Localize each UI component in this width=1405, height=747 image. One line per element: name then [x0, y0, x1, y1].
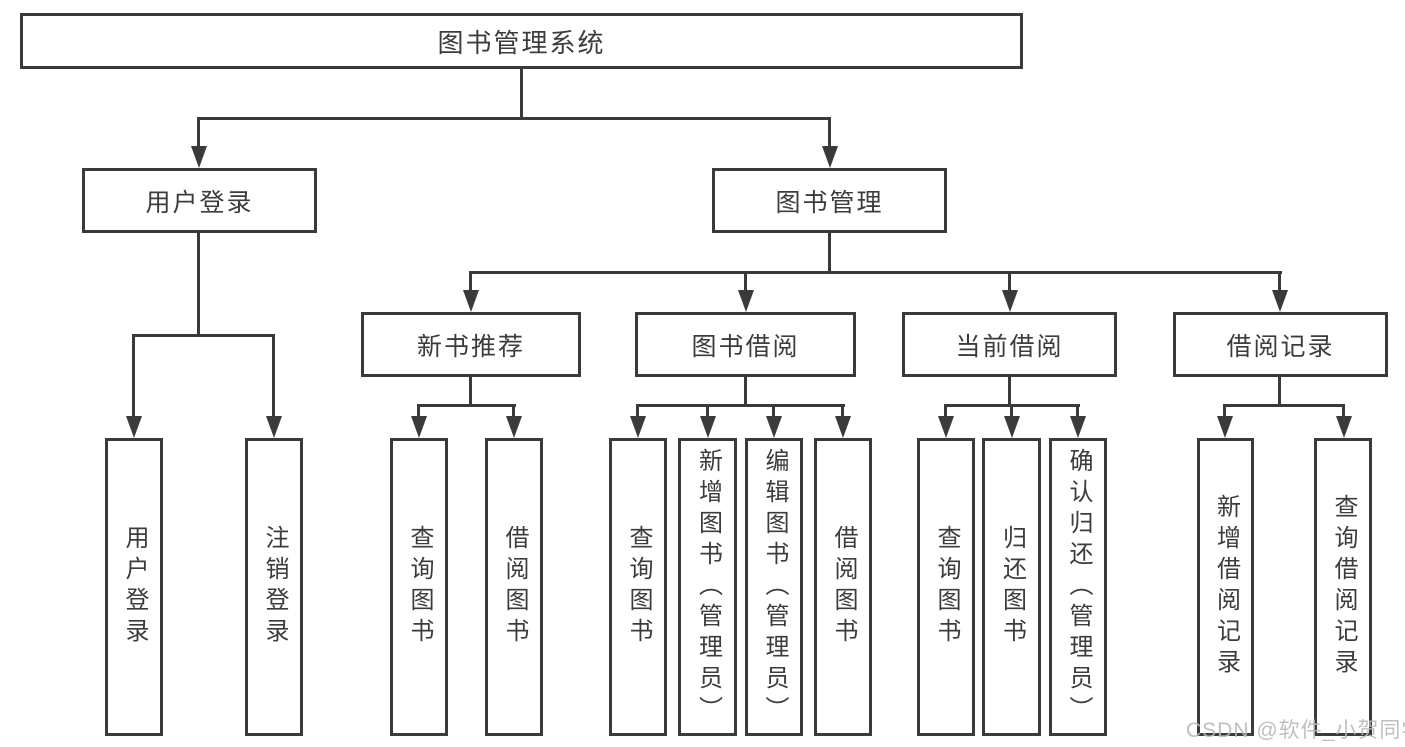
arrow-down-icon	[266, 416, 282, 438]
leaf-label: 编辑图书（管理员）	[761, 447, 788, 727]
arrow-down-icon	[822, 146, 838, 168]
leaf-add-borrow-record: 新增借阅记录	[1197, 438, 1254, 736]
arrow-down-icon	[411, 416, 427, 438]
arrow-down-icon	[938, 416, 954, 438]
connector-line	[706, 404, 709, 416]
leaf-logout: 注销登录	[245, 438, 303, 736]
leaf-label: 注销登录	[261, 525, 288, 649]
node-borrowing-records: 借阅记录	[1173, 312, 1388, 377]
leaf-edit-books-admin: 编辑图书（管理员）	[745, 438, 803, 736]
connector-line	[469, 271, 1282, 274]
leaf-confirm-return-admin: 确认归还（管理员）	[1049, 438, 1107, 736]
connector-line	[469, 377, 472, 407]
arrow-down-icon	[191, 146, 207, 168]
connector-line	[417, 404, 420, 416]
leaf-label: 借阅图书	[830, 525, 857, 649]
leaf-return-books: 归还图书	[982, 438, 1041, 736]
connector-line	[636, 404, 845, 407]
leaf-label: 查询图书	[933, 525, 960, 649]
connector-line	[1223, 404, 1345, 407]
connector-line	[1278, 377, 1281, 407]
connector-line	[1342, 404, 1345, 416]
leaf-label: 查询图书	[625, 525, 652, 649]
connector-line	[1010, 404, 1013, 416]
leaf-query-books-recommend: 查询图书	[390, 438, 448, 736]
arrow-down-icon	[630, 416, 646, 438]
arrow-down-icon	[1004, 416, 1020, 438]
arrow-down-icon	[1336, 416, 1352, 438]
connector-line	[828, 117, 831, 146]
node-root-library-system: 图书管理系统	[20, 13, 1023, 69]
connector-line	[197, 117, 831, 120]
leaf-user-login: 用户登录	[105, 438, 163, 736]
connector-line	[1223, 404, 1226, 416]
csdn-watermark: CSDN @软件_小贺同学	[1186, 719, 1405, 742]
leaf-label: 查询借阅记录	[1330, 494, 1357, 680]
leaf-label: 用户登录	[121, 525, 148, 649]
leaf-query-books-borrowing: 查询图书	[609, 438, 667, 736]
connector-line	[197, 117, 200, 146]
arrow-down-icon	[1070, 416, 1086, 438]
node-book-management: 图书管理	[712, 168, 947, 233]
connector-line	[744, 271, 747, 290]
arrow-down-icon	[766, 416, 782, 438]
leaf-label: 借阅图书	[501, 525, 528, 649]
leaf-label: 确认归还（管理员）	[1065, 447, 1092, 727]
leaf-label: 新增图书（管理员）	[694, 447, 722, 727]
connector-line	[828, 233, 831, 274]
leaf-query-books-current: 查询图书	[917, 438, 975, 736]
connector-line	[132, 334, 275, 337]
connector-line	[132, 334, 135, 416]
connector-line	[1278, 271, 1281, 290]
node-user-login: 用户登录	[82, 168, 317, 233]
connector-line	[744, 377, 747, 407]
leaf-borrow-books: 借阅图书	[814, 438, 872, 736]
arrow-down-icon	[835, 416, 851, 438]
leaf-label: 查询图书	[406, 525, 433, 649]
node-new-book-recommend: 新书推荐	[361, 312, 581, 377]
leaf-add-books-admin: 新增图书（管理员）	[678, 438, 737, 736]
connector-line	[1076, 404, 1079, 416]
connector-line	[1008, 377, 1011, 407]
leaf-query-borrow-record: 查询借阅记录	[1314, 438, 1372, 736]
arrow-down-icon	[1272, 290, 1288, 312]
arrow-down-icon	[126, 416, 142, 438]
node-current-borrowing: 当前借阅	[902, 312, 1117, 377]
connector-line	[417, 404, 516, 407]
connector-line	[772, 404, 775, 416]
arrow-down-icon	[1002, 290, 1018, 312]
connector-line	[636, 404, 639, 416]
connector-line	[469, 271, 472, 290]
connector-line	[520, 69, 523, 118]
connector-line	[1008, 271, 1011, 290]
leaf-label: 新增借阅记录	[1212, 494, 1240, 680]
connector-line	[272, 334, 275, 416]
connector-line	[944, 404, 947, 416]
arrow-down-icon	[1217, 416, 1233, 438]
arrow-down-icon	[738, 290, 754, 312]
arrow-down-icon	[463, 290, 479, 312]
leaf-label: 归还图书	[998, 525, 1026, 649]
connector-line	[197, 233, 200, 335]
arrow-down-icon	[506, 416, 522, 438]
node-book-borrowing: 图书借阅	[635, 312, 856, 377]
leaf-borrow-books-recommend: 借阅图书	[485, 438, 543, 736]
connector-line	[512, 404, 515, 416]
arrow-down-icon	[700, 416, 716, 438]
connector-line	[841, 404, 844, 416]
